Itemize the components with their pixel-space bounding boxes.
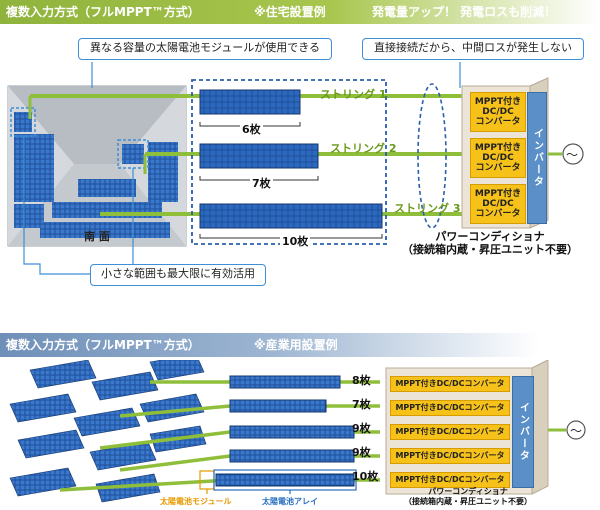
roof-label: 南 面: [84, 230, 110, 243]
roof-illustration: [7, 85, 187, 247]
array-label: 太陽電池アレイ: [262, 497, 318, 506]
callout-direct-connection-text: 直接接続だから、中間ロスが発生しない: [374, 41, 572, 54]
inverter-bottom-label: インバータ: [517, 402, 529, 462]
power-conditioner-label-bottom: パワーコンディショナ （接続箱内蔵・昇圧ユニット不要）: [392, 487, 544, 507]
bottom-title-bar: 複数入力方式（フルMPPT™方式） ※産業用設置例: [0, 333, 600, 357]
mppt-1-line2: DC/DC: [482, 107, 514, 117]
inverter-top: インバータ: [527, 92, 547, 224]
mppt-3-line3: コンバータ: [475, 209, 521, 219]
top-diagram: [7, 62, 584, 275]
power-conditioner-note-top: （接続箱内蔵・昇圧ユニット不要）: [402, 243, 578, 256]
mppt-converter-field-1: MPPT付きDC/DCコンバータ: [390, 376, 510, 392]
callout-different-modules: 異なる容量の太陽電池モジュールが使用できる: [78, 38, 332, 60]
top-headline: 発電量アップ！ 発電ロスも削減！: [372, 5, 557, 19]
power-conditioner-note-bottom: （接続箱内蔵・昇圧ユニット不要）: [404, 497, 532, 506]
string-1-label: ストリング 1: [320, 88, 387, 101]
ac-symbol-bottom: 〜: [570, 424, 583, 438]
top-subtitle: ※住宅設置例: [254, 5, 326, 19]
field-count-2: 7枚: [352, 398, 371, 411]
field-count-3: 9枚: [352, 422, 371, 435]
mppt-3-line1: MPPT付き: [474, 189, 522, 199]
module-label: 太陽電池モジュール: [160, 497, 232, 506]
bottom-title: 複数入力方式（フルMPPT™方式）: [6, 338, 200, 352]
callout-direct-connection: 直接接続だから、中間ロスが発生しない: [362, 38, 584, 60]
mppt-1-line1: MPPT付き: [474, 97, 522, 107]
string-3-count: 10枚: [280, 233, 311, 249]
power-conditioner-name-bottom: パワーコンディショナ: [428, 487, 508, 496]
field-count-4: 9枚: [352, 446, 371, 459]
top-title-bar: 複数入力方式（フルMPPT™方式） ※住宅設置例 発電量アップ！ 発電ロスも削減…: [0, 0, 600, 24]
mppt-2-line3: コンバータ: [475, 163, 521, 173]
inverter-bottom: インバータ: [512, 376, 534, 488]
mppt-converter-field-2: MPPT付きDC/DCコンバータ: [390, 400, 510, 416]
power-conditioner-label-top: パワーコンディショナ （接続箱内蔵・昇圧ユニット不要）: [400, 230, 580, 256]
mppt-3-line2: DC/DC: [482, 199, 514, 209]
string-2-count: 7枚: [250, 175, 273, 191]
mppt-2-line1: MPPT付き: [474, 143, 522, 153]
bottom-subtitle: ※産業用設置例: [254, 338, 338, 352]
inverter-top-label: インバータ: [531, 128, 543, 188]
callout-small-area: 小さな範囲も最大限に有効活用: [90, 264, 266, 286]
field-count-5: 10枚: [352, 470, 379, 483]
mppt-converter-field-4: MPPT付きDC/DCコンバータ: [390, 448, 510, 464]
callout-different-modules-text: 異なる容量の太陽電池モジュールが使用できる: [89, 41, 320, 54]
callout-small-area-text: 小さな範囲も最大限に有効活用: [101, 267, 255, 280]
field-count-1: 8枚: [352, 374, 371, 387]
mppt-converter-field-3: MPPT付きDC/DCコンバータ: [390, 424, 510, 440]
mppt-2-line2: DC/DC: [482, 153, 514, 163]
ac-symbol-top: 〜: [566, 148, 579, 162]
power-conditioner-name-top: パワーコンディショナ: [435, 230, 545, 243]
string-2-label: ストリング 2: [330, 142, 397, 155]
top-title: 複数入力方式（フルMPPT™方式）: [6, 5, 200, 19]
mppt-converter-field-5: MPPT付きDC/DCコンバータ: [390, 472, 510, 488]
string-1-count: 6枚: [240, 121, 263, 137]
string-3-label: ストリング 3: [394, 202, 461, 215]
mppt-1-line3: コンバータ: [475, 117, 521, 127]
